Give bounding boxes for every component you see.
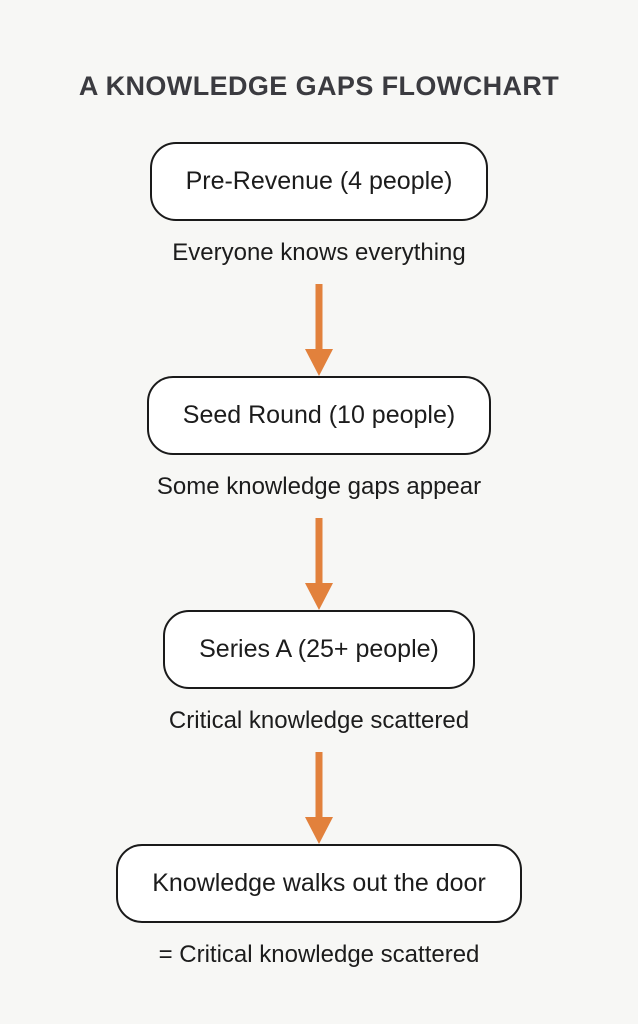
- stage-box-label: Knowledge walks out the door: [152, 869, 486, 897]
- stage-caption: Some knowledge gaps appear: [156, 473, 482, 500]
- flowchart-body: Pre-Revenue (4 people) Everyone knows ev…: [0, 142, 638, 970]
- stage-box-label: Seed Round (10 people): [182, 401, 456, 429]
- stage-caption: = Critical knowledge scattered: [158, 941, 480, 968]
- arrow-head: [305, 817, 333, 844]
- stage-series-a: Series A (25+ people) Critical knowledge…: [163, 610, 475, 736]
- stage-box-label: Series A (25+ people): [199, 635, 439, 663]
- stage-caption: Everyone knows everything: [172, 239, 466, 266]
- stage-knowledge-walks-out: Knowledge walks out the door = Critical …: [116, 844, 522, 970]
- stage-caption: Critical knowledge scattered: [168, 707, 470, 734]
- stage-box: Series A (25+ people): [163, 610, 475, 689]
- stage-box: Seed Round (10 people): [146, 376, 492, 455]
- flowchart-title: A KNOWLEDGE GAPS FLOWCHART: [78, 71, 560, 101]
- stage-box: Knowledge walks out the door: [116, 844, 522, 923]
- arrow-shaft: [315, 284, 323, 351]
- arrow-head: [305, 349, 333, 376]
- arrow-down-icon: [304, 752, 334, 844]
- arrow-head: [305, 583, 333, 610]
- arrow-shaft: [315, 518, 323, 585]
- stage-pre-revenue: Pre-Revenue (4 people) Everyone knows ev…: [149, 142, 489, 268]
- arrow-down-icon: [304, 284, 334, 376]
- arrow-shaft: [315, 752, 323, 819]
- stage-box: Pre-Revenue (4 people): [149, 142, 489, 221]
- stage-box-label: Pre-Revenue (4 people): [185, 167, 453, 195]
- stage-seed-round: Seed Round (10 people) Some knowledge ga…: [146, 376, 492, 502]
- arrow-down-icon: [304, 518, 334, 610]
